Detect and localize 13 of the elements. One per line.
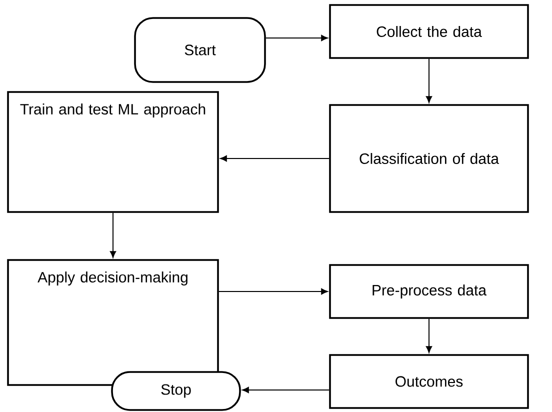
process-box: Collect the data xyxy=(329,4,529,59)
arrow xyxy=(426,318,432,353)
arrow xyxy=(110,212,116,258)
arrow xyxy=(242,386,330,394)
arrow xyxy=(218,288,328,295)
process-box: Classification of data xyxy=(329,104,529,213)
process-box: Pre-process data xyxy=(329,264,529,319)
node-label: Stop xyxy=(161,384,191,398)
arrow xyxy=(426,58,432,103)
process-box: Outcomes xyxy=(329,354,529,409)
arrow xyxy=(265,34,328,42)
arrow xyxy=(220,155,330,162)
process-box: Train and test ML approach xyxy=(7,91,219,213)
